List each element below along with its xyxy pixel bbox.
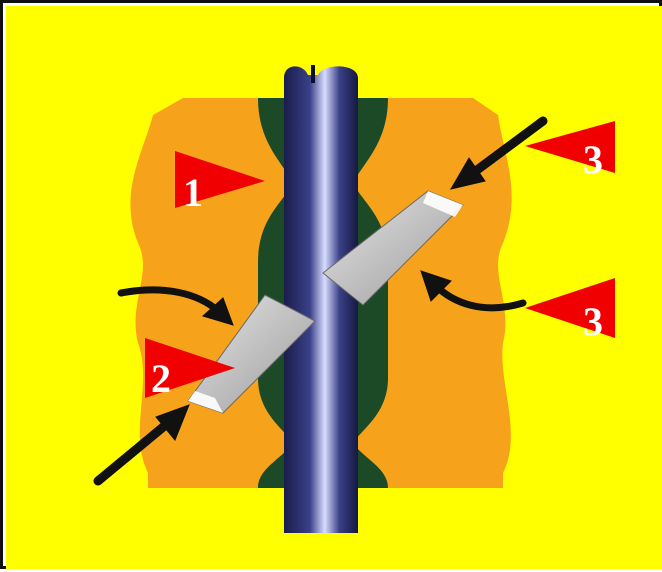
marker-3-lower-label: 3 — [583, 299, 603, 344]
marker-1-label: 1 — [183, 170, 203, 215]
shaft-cutting-diagram: 1 2 3 3 — [3, 3, 662, 572]
shaft — [284, 66, 358, 533]
marker-3-upper-label: 3 — [583, 137, 603, 182]
marker-2-label: 2 — [151, 356, 171, 401]
